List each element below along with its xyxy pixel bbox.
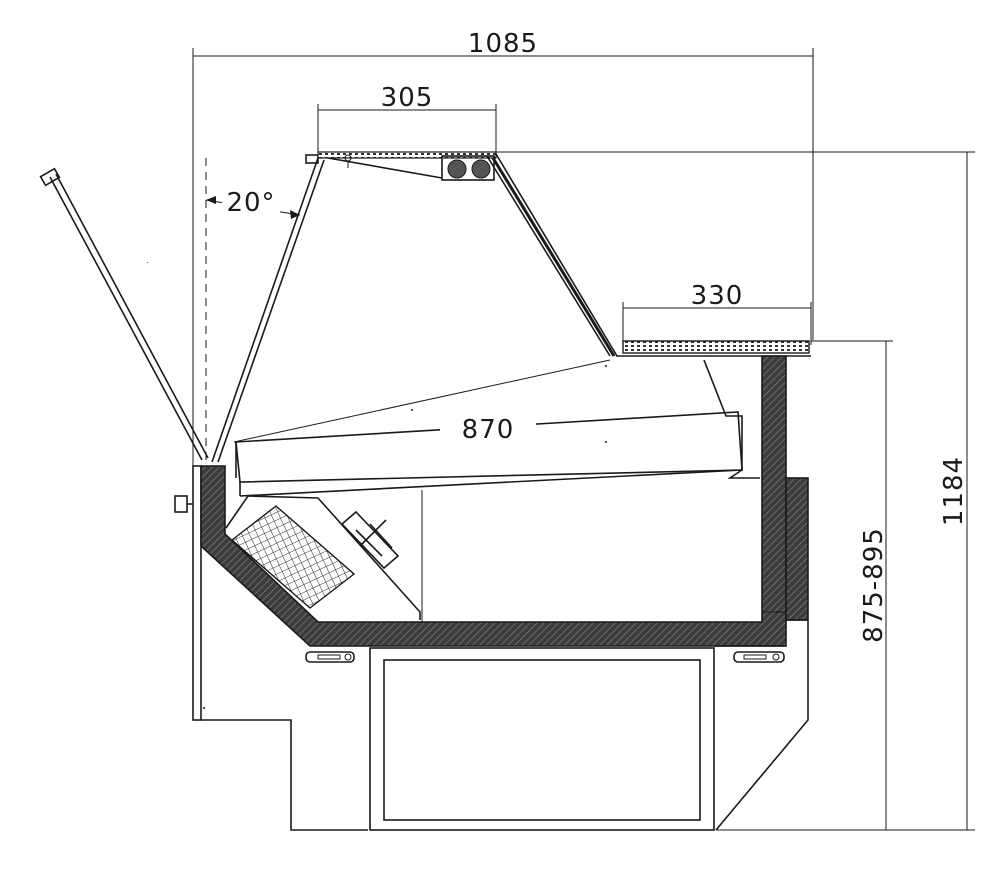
evaporator-coil [225, 495, 421, 620]
dimension-overall-width: 1085 [192, 29, 814, 470]
dimension-overall-height: 1184 [496, 151, 975, 831]
counter-height-label: 875-895 [859, 527, 889, 643]
glass-angle-annotation: 20° [205, 158, 301, 462]
rear-glass [486, 153, 618, 357]
display-shelf: 870 [233, 359, 760, 497]
interior-partition [421, 478, 786, 622]
display-depth-label: 870 [462, 415, 515, 445]
base-cabinet [369, 619, 809, 831]
dimension-canopy-width: 305 [317, 83, 497, 155]
front-panel [174, 465, 368, 831]
top-canopy [317, 151, 497, 181]
svg-text:.: . [146, 256, 149, 265]
marker-dots [203, 365, 607, 709]
overall-height-label: 1184 [939, 456, 969, 526]
counter-depth-label: 330 [691, 281, 744, 311]
rear-counter-top [616, 340, 811, 357]
canopy-width-label: 305 [381, 83, 434, 113]
glass-angle-label: 20° [226, 188, 275, 218]
latch-left [305, 651, 355, 663]
overall-width-label: 1085 [468, 29, 538, 59]
dimension-counter-depth: 330 [622, 281, 812, 345]
fan-unit [340, 510, 400, 570]
front-glass-closed [211, 154, 325, 463]
insulated-tub [200, 355, 809, 647]
dimension-counter-height: 875-895 [811, 340, 893, 830]
latch-right [733, 651, 785, 663]
front-glass-open: . [39, 167, 209, 461]
